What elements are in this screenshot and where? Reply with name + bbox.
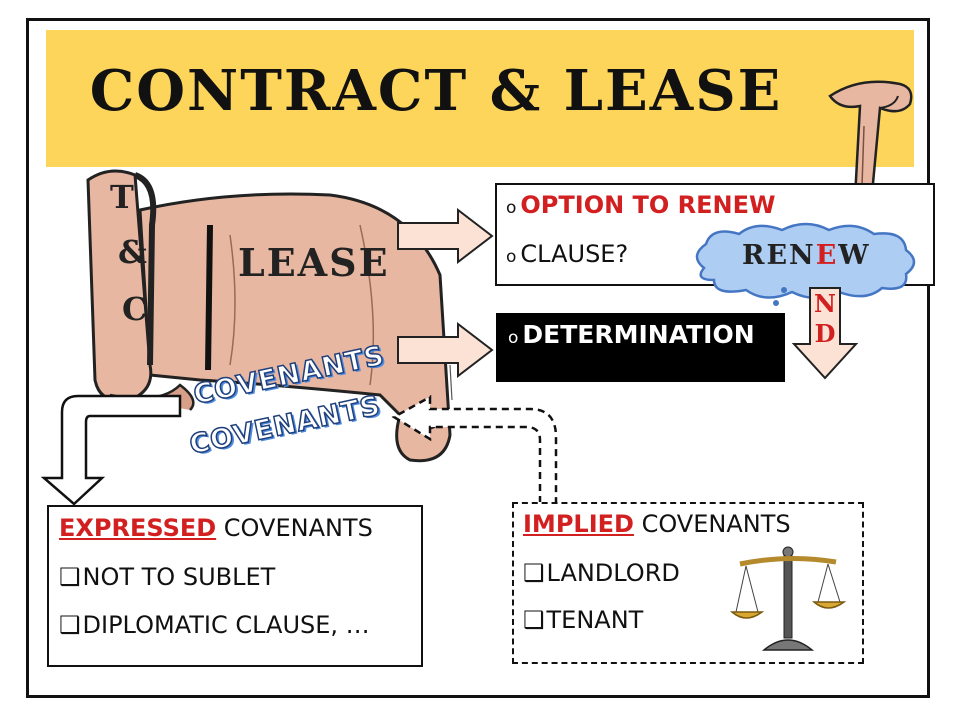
checkbox-icon: ❑ [59, 611, 81, 639]
arrow-to-determination [397, 322, 494, 378]
arrow-to-expressed [40, 394, 182, 506]
checkbox-icon: ❑ [523, 559, 545, 587]
bullet-icon: o [508, 328, 519, 348]
scroll-letter-c: C [122, 290, 148, 328]
bullet-icon: o [506, 198, 517, 218]
renew-highlight: E [815, 240, 839, 271]
expressed-covenants-box [47, 505, 423, 667]
checkbox-icon: ❑ [523, 606, 545, 634]
determination-box [496, 313, 785, 382]
checkbox-icon: ❑ [59, 563, 81, 591]
scroll-letter-t: T [110, 178, 134, 216]
implied-covenants-box [512, 502, 864, 664]
bullet-icon: o [506, 247, 517, 267]
down-letter-d: D [814, 319, 836, 348]
implied-heading-rest: COVENANTS [633, 510, 791, 538]
determination-label: DETERMINATION [522, 320, 755, 349]
thought-cloud-icon [695, 222, 916, 321]
expressed-item-2: ❑DIPLOMATIC CLAUSE, … [59, 611, 370, 639]
arrow-to-option [397, 208, 494, 264]
scroll-icon [86, 169, 453, 463]
down-letter-n: N [814, 289, 836, 318]
expressed-item-label: NOT TO SUBLET [82, 563, 276, 591]
implied-item-label: TENANT [546, 606, 644, 634]
expressed-item-1: ❑NOT TO SUBLET [59, 563, 275, 591]
expressed-keyword: EXPRESSED [59, 514, 217, 542]
renew-suffix: W [838, 240, 871, 271]
title-banner [46, 30, 914, 167]
expressed-item-label: DIPLOMATIC CLAUSE, … [82, 611, 370, 639]
implied-item-2: ❑TENANT [523, 606, 643, 634]
scales-of-justice-icon [729, 546, 847, 651]
expressed-heading: EXPRESSED COVENANTS [59, 514, 373, 542]
implied-heading: IMPLIED COVENANTS [523, 510, 791, 538]
renew-prefix: REN [742, 240, 816, 271]
page-title: CONTRACT & LEASE [89, 58, 783, 124]
implied-item-label: LANDLORD [546, 559, 680, 587]
implied-keyword: IMPLIED [523, 510, 634, 538]
expressed-heading-rest: COVENANTS [216, 514, 373, 542]
scroll-letter-amp: & [118, 233, 147, 271]
scroll-label: LEASE [238, 240, 390, 285]
option-to-renew-label: OPTION TO RENEW [520, 191, 776, 219]
arrow-from-implied [391, 395, 558, 503]
arrow-down-end [791, 287, 859, 380]
renew-word: RENEW [742, 240, 871, 271]
implied-item-1: ❑LANDLORD [523, 559, 680, 587]
clause-label: CLAUSE? [520, 240, 629, 268]
